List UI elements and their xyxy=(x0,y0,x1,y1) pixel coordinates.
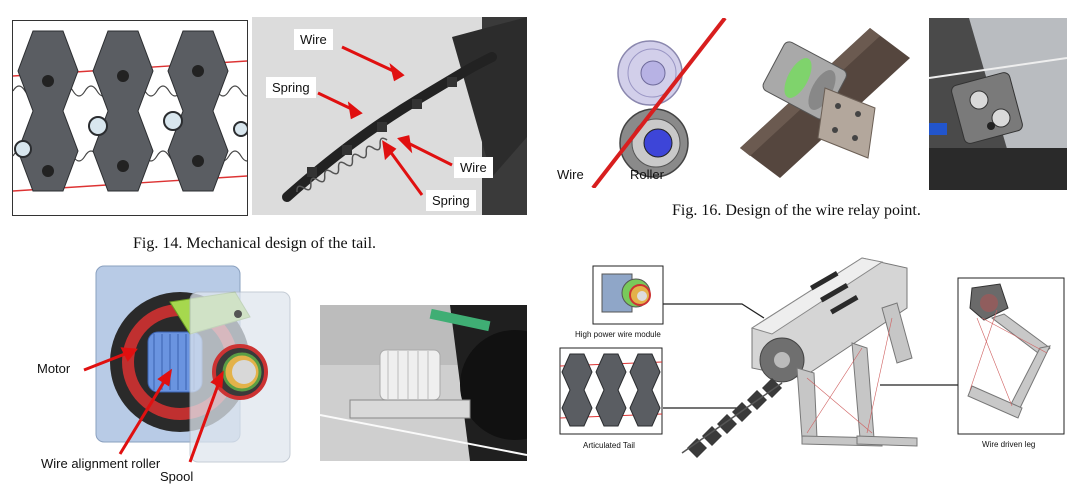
label-spool: Spool xyxy=(160,469,194,484)
label-articulated-tail: Articulated Tail xyxy=(583,441,635,450)
label-wire-alignment-roller: Wire alignment roller xyxy=(41,456,161,471)
label-motor: Motor xyxy=(37,361,71,376)
relay-cad-render xyxy=(740,18,910,178)
fig16-caption: Fig. 16. Design of the wire relay point. xyxy=(672,202,921,219)
robot-overview: High power wire module Articulated Tail … xyxy=(552,248,1072,484)
label-spring-bottom: Spring xyxy=(426,190,476,211)
tail-cad-render xyxy=(12,20,248,216)
roller-diagram: Wire Roller xyxy=(555,18,730,188)
label-wire-bottom: Wire xyxy=(454,157,493,178)
label-spring-top: Spring xyxy=(266,77,316,98)
label-roller: Roller xyxy=(630,167,664,182)
fig14-caption: Fig. 14. Mechanical design of the tail. xyxy=(133,235,377,252)
relay-photo xyxy=(929,18,1067,190)
spool-photo xyxy=(320,305,527,461)
label-high-power-wire-module: High power wire module xyxy=(575,330,661,339)
motor-cad-render: Motor Wire alignment roller Spool xyxy=(30,262,310,484)
label-wire: Wire xyxy=(557,167,584,182)
label-wire-top: Wire xyxy=(294,29,333,50)
tail-photo: Wire Spring Wire Spring xyxy=(252,17,527,215)
label-wire-driven-leg: Wire driven leg xyxy=(982,440,1036,449)
